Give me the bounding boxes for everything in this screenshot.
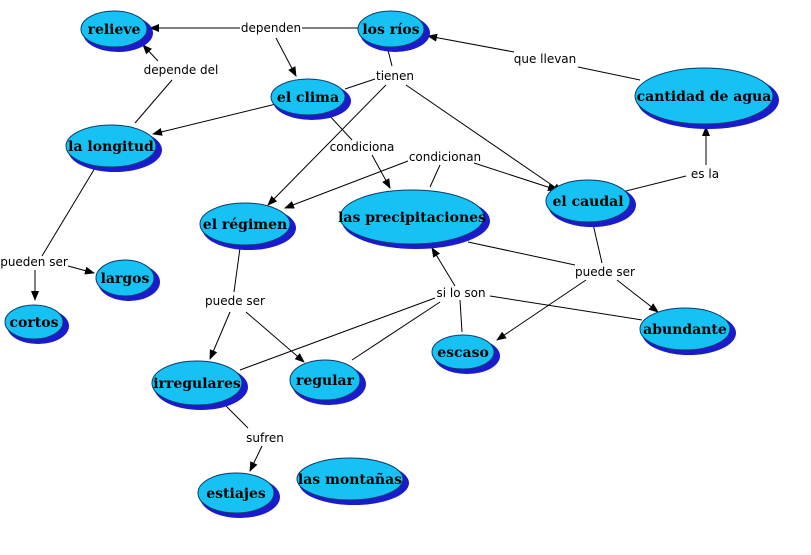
- line-regimen-puedeser: [233, 247, 241, 293]
- arrow-puedeser-escaso: [496, 279, 587, 341]
- node-cortos-label: cortos: [10, 315, 59, 331]
- line-caudal-esla: [621, 175, 687, 193]
- node-escaso[interactable]: escaso: [431, 334, 500, 374]
- node-rios[interactable]: los ríos: [357, 10, 430, 52]
- node-escaso-label: escaso: [437, 345, 489, 361]
- node-clima-label: el clima: [277, 90, 339, 106]
- node-regular-label: regular: [296, 373, 355, 389]
- arrow-tienen-regimen: [267, 84, 387, 206]
- line-clima-condiciona: [327, 113, 353, 141]
- arrow-sufren-estiajes: [249, 445, 263, 472]
- line-longitud-dependedel: [134, 79, 173, 124]
- line-irregulares-sufren: [225, 405, 249, 429]
- arrow-condicionan-regimen: [284, 160, 409, 209]
- link-tienen: tienen: [376, 69, 414, 83]
- node-caudal[interactable]: el caudal: [545, 179, 636, 227]
- arrow-silo-precip: [431, 247, 456, 287]
- node-estiajes-label: estiajes: [206, 486, 266, 502]
- node-relieve-label: relieve: [88, 22, 141, 38]
- node-longitud-label: la longitud: [68, 139, 154, 155]
- link-puede-ser-regimen: puede ser: [205, 294, 265, 308]
- node-cantidad-label: cantidad de agua: [637, 89, 772, 105]
- link-labels: dependen depende del que llevan tienen c…: [0, 21, 719, 445]
- link-si-lo-son: si lo son: [436, 286, 485, 300]
- arrow-puedeser-irregulares: [209, 311, 231, 360]
- arrow-dependen-clima: [275, 37, 297, 77]
- node-abundante-label: abundante: [643, 322, 727, 338]
- line-cantidad-quellevan: [577, 66, 641, 81]
- line-irregulares-silo: [239, 297, 436, 371]
- link-sufren: sufren: [246, 431, 284, 445]
- node-rios-label: los ríos: [362, 22, 419, 38]
- node-regular[interactable]: regular: [289, 359, 366, 405]
- node-cantidad[interactable]: cantidad de agua: [634, 67, 779, 129]
- node-clima[interactable]: el clima: [270, 78, 351, 120]
- node-montanas-label: las montañas: [298, 471, 402, 488]
- line-regular-silo: [351, 301, 441, 361]
- line-precip-puedeser: [467, 241, 576, 266]
- link-depende-del: depende del: [144, 63, 219, 77]
- arrow-dependedel-relieve: [142, 44, 159, 62]
- node-caudal-label: el caudal: [552, 194, 623, 210]
- arrow-tienen-caudal: [405, 84, 563, 193]
- link-pueden-ser: pueden ser: [0, 255, 68, 269]
- arrow-condicionan-caudal: [473, 162, 558, 192]
- line-longitud-puedenser: [41, 167, 96, 257]
- node-irregulares[interactable]: irregulares: [151, 360, 248, 410]
- node-largos-label: largos: [101, 271, 150, 287]
- arrow-puedeser-regular: [245, 311, 305, 363]
- arrow-puedenser-largos: [67, 265, 95, 275]
- node-estiajes[interactable]: estiajes: [197, 472, 280, 518]
- link-que-llevan: que llevan: [514, 52, 577, 66]
- link-puede-ser-caudal: puede ser: [575, 265, 635, 279]
- node-montanas[interactable]: las montañas: [296, 457, 409, 505]
- line-rios-tienen: [387, 49, 393, 67]
- link-es-la: es la: [691, 167, 719, 181]
- arrow-quellevan-rios: [427, 33, 515, 53]
- link-condicionan: condicionan: [409, 150, 481, 164]
- connector-lines: [31, 24, 710, 472]
- link-condiciona: condiciona: [330, 140, 395, 154]
- line-tienen-clima: [344, 78, 376, 90]
- node-longitud[interactable]: la longitud: [65, 124, 162, 172]
- node-abundante[interactable]: abundante: [639, 307, 736, 355]
- node-cortos[interactable]: cortos: [4, 304, 69, 344]
- arrow-puedeser-abundante: [616, 279, 659, 313]
- node-largos[interactable]: largos: [95, 259, 160, 301]
- node-regimen-label: el régimen: [203, 217, 287, 233]
- node-precip[interactable]: las precipitaciones: [338, 189, 490, 249]
- line-precip-condicionan: [429, 164, 441, 188]
- link-dependen: dependen: [241, 21, 301, 35]
- line-caudal-puedeser: [592, 223, 603, 264]
- node-regimen[interactable]: el régimen: [199, 202, 296, 250]
- node-relieve[interactable]: relieve: [80, 10, 153, 52]
- line-abundante-silo: [489, 295, 643, 321]
- line-escaso-silo: [459, 299, 463, 333]
- node-precip-label: las precipitaciones: [338, 210, 486, 226]
- node-irregulares-label: irregulares: [153, 376, 241, 392]
- concept-nodes: relieve los ríos el clima la longitud ca…: [4, 10, 779, 518]
- arrow-clima-longitud: [152, 103, 277, 136]
